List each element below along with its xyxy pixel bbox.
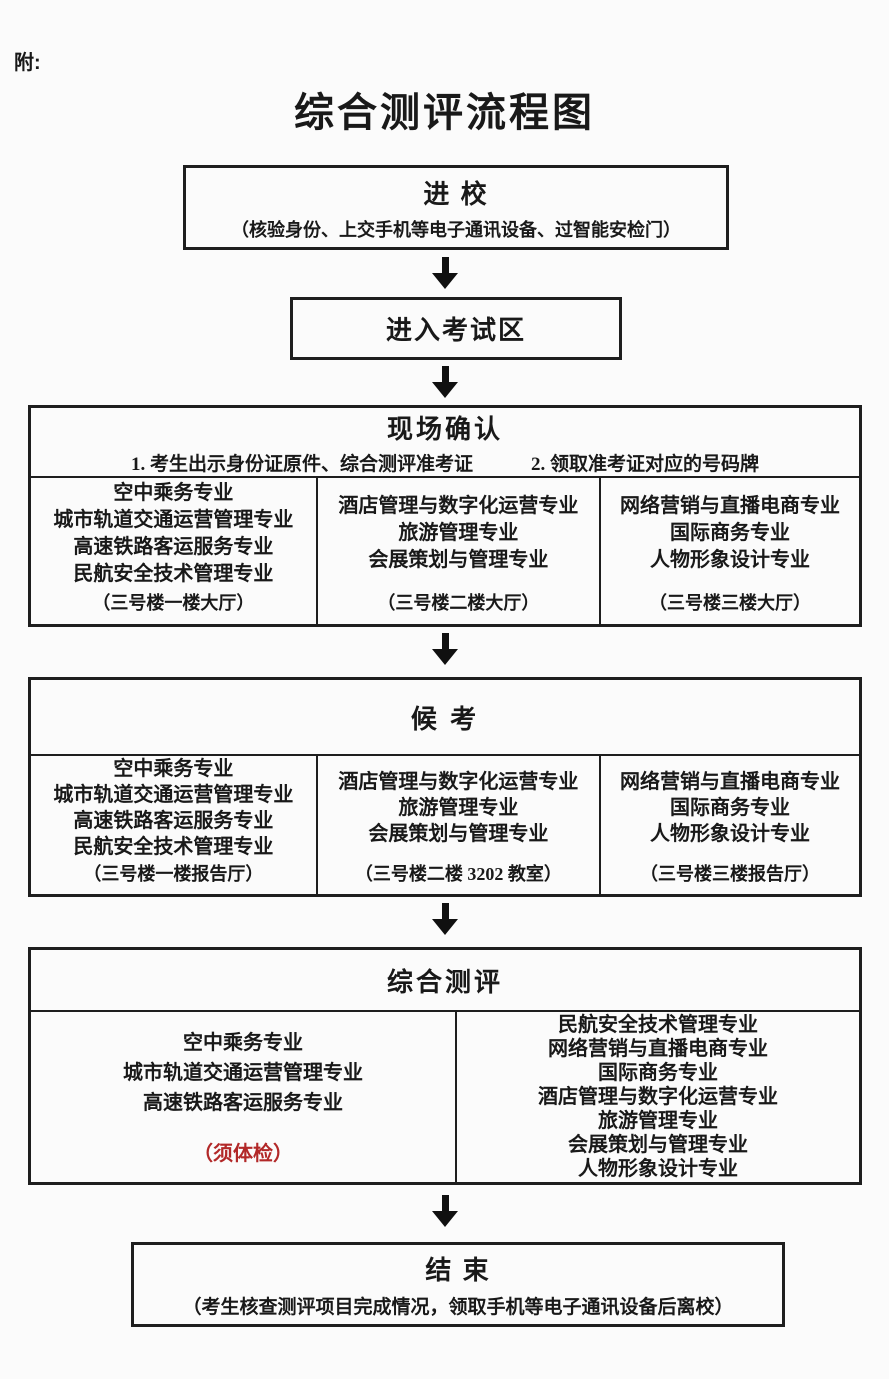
arrow-shaft — [441, 257, 449, 273]
end-note: （考生核查测评项目完成情况，领取手机等电子通讯设备后离校） — [182, 1297, 734, 1318]
physical-exam-note: （须体检） — [192, 1143, 293, 1165]
major-line: 国际商务专业 — [670, 797, 790, 819]
major-line: 会展策划与管理专业 — [368, 549, 549, 571]
major-line: 人物形象设计专业 — [650, 549, 810, 571]
major-line: 人物形象设计专业 — [577, 1158, 738, 1180]
major-list: 空中乘务专业 城市轨道交通运营管理专业 高速铁路客运服务专业 民航安全技术管理专… — [31, 478, 316, 589]
major-list: 网络营销与直播电商专业 国际商务专业 人物形象设计专业 — [601, 756, 859, 860]
confirm-step-1: 1. 考生出示身份证原件、综合测评准考证 — [130, 453, 473, 475]
assessment-left-column: 空中乘务专业 城市轨道交通运营管理专业 高速铁路客运服务专业 （须体检） — [31, 1012, 455, 1182]
onsite-confirm-columns: 空中乘务专业 城市轨道交通运营管理专业 高速铁路客运服务专业 民航安全技术管理专… — [31, 478, 859, 624]
major-line: 国际商务专业 — [670, 522, 790, 544]
location-line: （三号楼一楼大厅） — [92, 593, 255, 613]
onsite-confirm-header: 现场确认 1. 考生出示身份证原件、综合测评准考证 2. 领取准考证对应的号码牌 — [31, 408, 859, 478]
confirm-step-2: 2. 领取准考证对应的号码牌 — [531, 453, 760, 475]
enter-exam-area-box: 进入考试区 — [290, 297, 622, 360]
assessment-title: 综合测评 — [386, 966, 503, 997]
major-line: 空中乘务专业 — [113, 481, 234, 504]
arrow-shaft — [441, 1195, 449, 1211]
major-line: 酒店管理与数字化运营专业 — [537, 1086, 778, 1108]
down-arrow — [432, 903, 458, 935]
location-line: （三号楼三楼大厅） — [649, 593, 811, 613]
onsite-confirm-title: 现场确认 — [386, 413, 503, 444]
major-line: 旅游管理专业 — [398, 797, 519, 819]
major-line: 空中乘务专业 — [182, 1032, 303, 1054]
major-list: 民航安全技术管理专业 网络营销与直播电商专业 国际商务专业 酒店管理与数字化运营… — [538, 1012, 778, 1182]
major-line: 高速铁路客运服务专业 — [142, 1092, 343, 1114]
end-box: 结 束 （考生核查测评项目完成情况，领取手机等电子通讯设备后离校） — [131, 1242, 785, 1327]
major-line: 酒店管理与数字化运营专业 — [338, 495, 579, 517]
waiting-header: 候 考 — [31, 680, 859, 756]
major-line: 会展策划与管理专业 — [368, 823, 549, 845]
location-line: （三号楼三楼报告厅） — [640, 864, 820, 884]
confirm-column-2: 酒店管理与数字化运营专业 旅游管理专业 会展策划与管理专业 （三号楼二楼大厅） — [315, 478, 599, 624]
major-list: 网络营销与直播电商专业 国际商务专业 人物形象设计专业 — [601, 478, 859, 589]
major-list: 酒店管理与数字化运营专业 旅游管理专业 会展策划与管理专业 — [318, 756, 599, 860]
arrow-shaft — [441, 633, 449, 649]
end-title: 结 束 — [425, 1255, 491, 1285]
major-line: 网络营销与直播电商专业 — [547, 1038, 768, 1060]
major-line: 高速铁路客运服务专业 — [73, 535, 274, 558]
arrow-shaft — [441, 366, 449, 382]
waiting-column-2: 酒店管理与数字化运营专业 旅游管理专业 会展策划与管理专业 （三号楼二楼 320… — [315, 756, 599, 894]
assessment-right-column: 民航安全技术管理专业 网络营销与直播电商专业 国际商务专业 酒店管理与数字化运营… — [454, 1012, 859, 1182]
onsite-confirm-box: 现场确认 1. 考生出示身份证原件、综合测评准考证 2. 领取准考证对应的号码牌… — [28, 405, 862, 627]
major-line: 高速铁路客运服务专业 — [73, 810, 274, 832]
waiting-box: 候 考 空中乘务专业 城市轨道交通运营管理专业 高速铁路客运服务专业 民航安全技… — [28, 677, 862, 897]
major-line: 空中乘务专业 — [113, 758, 234, 780]
arrow-head — [432, 273, 458, 289]
location-line: （三号楼一楼报告厅） — [83, 864, 264, 884]
location-line: （三号楼二楼 3202 教室） — [354, 864, 562, 884]
major-list: 空中乘务专业 城市轨道交通运营管理专业 高速铁路客运服务专业 民航安全技术管理专… — [31, 756, 316, 860]
waiting-title: 候 考 — [410, 703, 480, 734]
major-line: 酒店管理与数字化运营专业 — [338, 771, 579, 793]
major-line: 旅游管理专业 — [398, 522, 519, 544]
arrow-head — [432, 1211, 458, 1227]
major-list: 空中乘务专业 城市轨道交通运营管理专业 高速铁路客运服务专业 — [123, 1012, 363, 1118]
down-arrow — [432, 633, 458, 665]
arrow-head — [432, 919, 458, 935]
major-line: 旅游管理专业 — [597, 1110, 718, 1132]
major-line: 民航安全技术管理专业 — [73, 836, 274, 858]
down-arrow — [432, 257, 458, 289]
enter-school-note: （核验身份、上交手机等电子通讯设备、过智能安检门） — [231, 219, 681, 240]
assessment-box: 综合测评 空中乘务专业 城市轨道交通运营管理专业 高速铁路客运服务专业 （须体检… — [28, 947, 862, 1185]
major-line: 会展策划与管理专业 — [567, 1134, 748, 1156]
location-line: （三号楼二楼大厅） — [377, 593, 540, 613]
assessment-columns: 空中乘务专业 城市轨道交通运营管理专业 高速铁路客运服务专业 （须体检） 民航安… — [31, 1012, 859, 1182]
enter-school-box: 进 校 （核验身份、上交手机等电子通讯设备、过智能安检门） — [183, 165, 729, 250]
assessment-header: 综合测评 — [31, 950, 859, 1012]
major-line: 人物形象设计专业 — [650, 823, 810, 845]
attachment-label: 附: — [14, 52, 41, 74]
major-line: 网络营销与直播电商专业 — [620, 495, 840, 517]
confirm-column-3: 网络营销与直播电商专业 国际商务专业 人物形象设计专业 （三号楼三楼大厅） — [599, 478, 859, 624]
onsite-confirm-steps: 1. 考生出示身份证原件、综合测评准考证 2. 领取准考证对应的号码牌 — [131, 449, 759, 476]
major-list: 酒店管理与数字化运营专业 旅游管理专业 会展策划与管理专业 — [318, 478, 599, 589]
major-line: 民航安全技术管理专业 — [73, 562, 274, 585]
enter-exam-area-title: 进入考试区 — [385, 315, 526, 345]
arrow-head — [432, 649, 458, 665]
down-arrow — [432, 1195, 458, 1227]
major-line: 网络营销与直播电商专业 — [620, 771, 840, 793]
major-line: 城市轨道交通运营管理专业 — [53, 508, 294, 531]
waiting-columns: 空中乘务专业 城市轨道交通运营管理专业 高速铁路客运服务专业 民航安全技术管理专… — [31, 756, 859, 894]
arrow-head — [432, 382, 458, 398]
waiting-column-1: 空中乘务专业 城市轨道交通运营管理专业 高速铁路客运服务专业 民航安全技术管理专… — [31, 756, 316, 894]
major-line: 城市轨道交通运营管理专业 — [122, 1062, 363, 1084]
enter-school-title: 进 校 — [423, 178, 489, 209]
major-line: 国际商务专业 — [597, 1062, 718, 1084]
major-line: 城市轨道交通运营管理专业 — [53, 784, 294, 806]
page-title: 综合测评流程图 — [294, 91, 595, 135]
down-arrow — [432, 366, 458, 398]
arrow-shaft — [441, 903, 449, 919]
major-line: 民航安全技术管理专业 — [557, 1014, 758, 1036]
waiting-column-3: 网络营销与直播电商专业 国际商务专业 人物形象设计专业 （三号楼三楼报告厅） — [599, 756, 859, 894]
confirm-column-1: 空中乘务专业 城市轨道交通运营管理专业 高速铁路客运服务专业 民航安全技术管理专… — [31, 478, 316, 624]
